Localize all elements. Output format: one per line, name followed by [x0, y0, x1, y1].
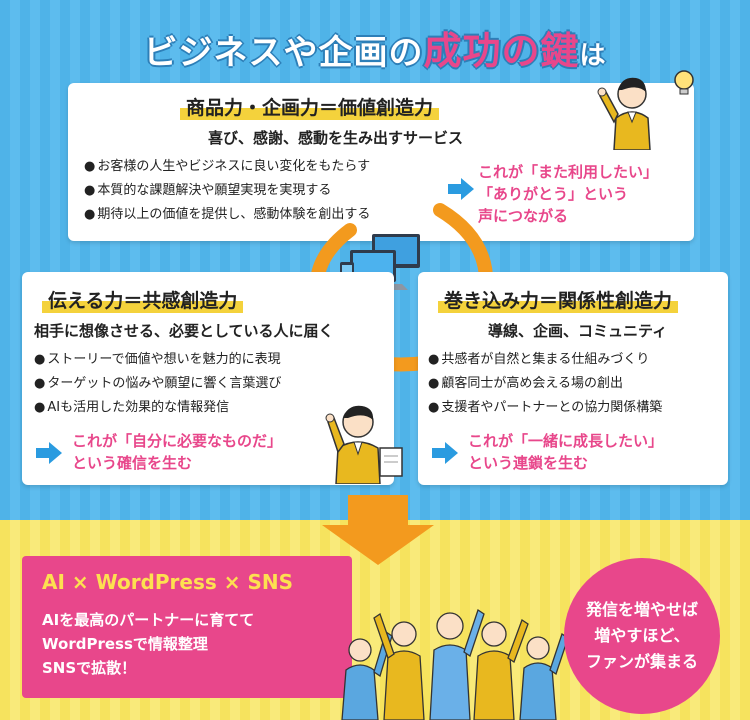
empathy-creation-bullets: ストーリーで価値や想いを魅力的に表現 ターゲットの悩みや願望に響く言葉選び AI…: [34, 348, 281, 420]
empathy-creation-title: 伝える力＝共感創造力: [42, 286, 244, 313]
down-arrow-icon: [322, 495, 434, 565]
bullet-item: AIも活用した効果的な情報発信: [34, 396, 281, 420]
arrow-right-icon: [36, 442, 62, 464]
cheering-team-icon: [341, 608, 568, 720]
arrow-right-icon: [432, 442, 458, 464]
result-line: これが「一緒に成長したい」: [468, 432, 664, 450]
headline: ビジネスや企画の成功の鍵は: [0, 20, 750, 75]
bullet-item: 共感者が自然と集まる仕組みづくり: [428, 348, 662, 372]
panel-line: SNSで拡散！: [42, 659, 137, 677]
value-creation-subtitle: 喜び、感謝、感動を生み出すサービス: [208, 129, 464, 147]
headline-part1: ビジネスや企画の: [143, 33, 424, 73]
ai-wordpress-sns-panel: AI × WordPress × SNS AIを最高のパートナーに育てて Wor…: [22, 556, 352, 698]
panel-line: AIを最高のパートナーに育てて: [42, 611, 255, 629]
badge-line: 増やすほど、: [594, 626, 690, 645]
relationship-creation-subtitle: 導線、企画、コミュニティ: [488, 322, 668, 340]
result-line: 声につながる: [478, 207, 569, 225]
bullet-item: ターゲットの悩みや願望に響く言葉選び: [34, 372, 281, 396]
relationship-creation-card: 巻き込み力＝関係性創造力 導線、企画、コミュニティ 共感者が自然と集まる仕組みづ…: [418, 272, 728, 485]
badge-line: 発信を増やせば: [585, 600, 698, 619]
empathy-creation-card: 伝える力＝共感創造力 相手に想像させる、必要としている人に届く ストーリーで価値…: [22, 272, 394, 485]
businessman-pointing-icon: [597, 70, 694, 150]
result-line: これが「また利用したい」: [478, 163, 659, 181]
empathy-creation-subtitle: 相手に想像させる、必要としている人に届く: [34, 322, 334, 340]
result-line: 「ありがとう」という: [478, 185, 629, 203]
headline-part2: は: [579, 41, 607, 71]
panel-lines: AIを最高のパートナーに育てて WordPressで情報整理 SNSで拡散！: [42, 608, 254, 680]
bullet-item: 期待以上の価値を提供し、感動体験を創出する: [84, 203, 370, 227]
arrow-right-icon: [448, 178, 474, 200]
bullet-item: 本質的な課題解決や願望実現を実現する: [84, 179, 370, 203]
bullet-item: 支援者やパートナーとの協力関係構築: [428, 396, 662, 420]
fans-gather-badge: 発信を増やせば 増やすほど、 ファンが集まる: [564, 558, 720, 714]
panel-line: WordPressで情報整理: [42, 635, 208, 653]
value-creation-title: 商品力・企画力＝価値創造力: [180, 93, 440, 120]
empathy-creation-result: これが「自分に必要なものだ」 という確信を生む: [72, 430, 282, 474]
result-line: これが「自分に必要なものだ」: [72, 432, 283, 450]
value-creation-card: 商品力・企画力＝価値創造力 喜び、感謝、感動を生み出すサービス お客様の人生やビ…: [68, 83, 694, 241]
relationship-creation-result: これが「一緒に成長したい」 という連鎖を生む: [468, 430, 663, 474]
panel-title: AI × WordPress × SNS: [42, 570, 293, 594]
result-line: という連鎖を生む: [468, 454, 589, 472]
relationship-creation-bullets: 共感者が自然と集まる仕組みづくり 顧客同士が高め会える場の創出 支援者やパートナ…: [428, 348, 662, 420]
headline-accent: 成功の鍵: [423, 29, 580, 73]
value-creation-bullets: お客様の人生やビジネスに良い変化をもたらす 本質的な課題解決や願望実現を実現する…: [84, 155, 370, 227]
relationship-creation-title: 巻き込み力＝関係性創造力: [438, 286, 679, 313]
businessman-presenting-icon: [325, 405, 403, 484]
result-line: という確信を生む: [72, 454, 193, 472]
bullet-item: 顧客同士が高め会える場の創出: [428, 372, 662, 396]
bullet-item: お客様の人生やビジネスに良い変化をもたらす: [84, 155, 370, 179]
bullet-item: ストーリーで価値や想いを魅力的に表現: [34, 348, 281, 372]
value-creation-result: これが「また利用したい」 「ありがとう」という 声につながる: [478, 161, 658, 227]
badge-line: ファンが集まる: [585, 652, 698, 671]
